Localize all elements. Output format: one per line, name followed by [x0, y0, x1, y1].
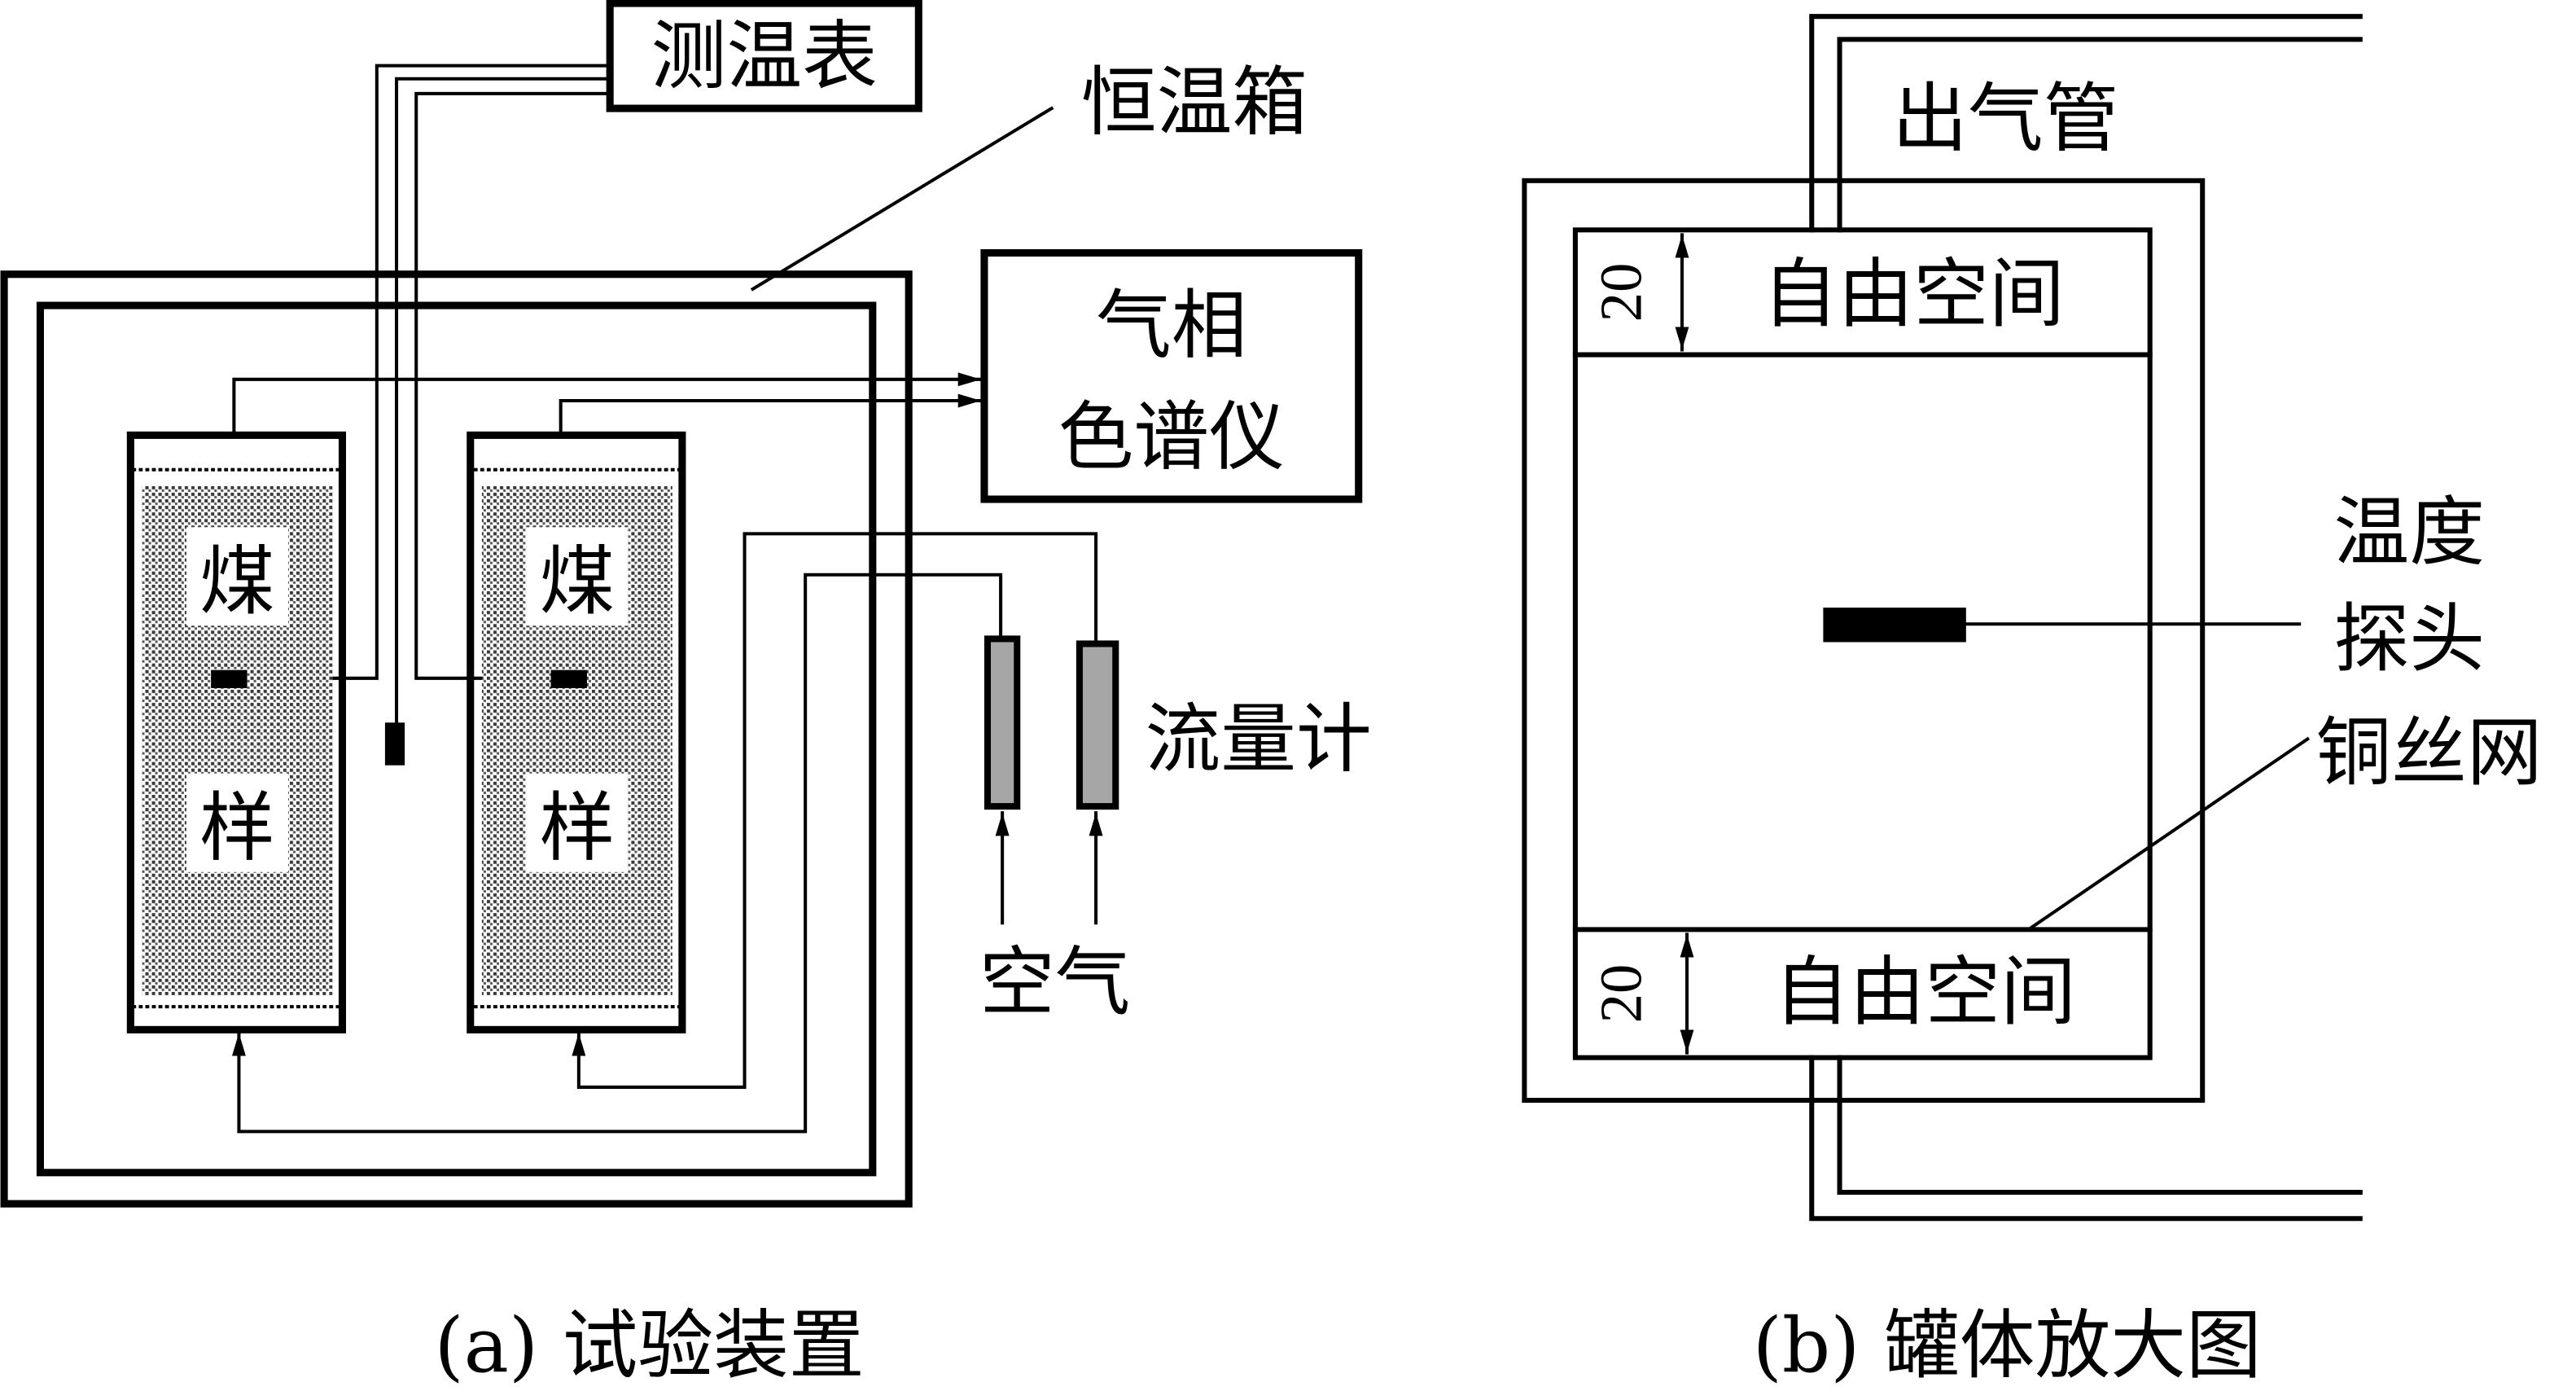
outlet-pipe-top-inner [1837, 37, 2363, 233]
outlet-pipe-top-outer [1809, 14, 2363, 233]
copper-mesh-top [473, 467, 679, 472]
copper-mesh-top [134, 467, 340, 472]
sample-char-1: 煤 [199, 538, 275, 625]
thermocouple-wire-2 [395, 77, 612, 725]
ambient-temperature-probe [384, 722, 405, 766]
copper-mesh-bottom [473, 1005, 679, 1009]
incubator-label: 恒温箱 [1081, 58, 1308, 146]
outlet-line-canister-1 [232, 372, 983, 437]
sample-char-2: 样 [539, 784, 615, 872]
air-label: 空气 [979, 938, 1131, 1026]
incubator-leader-line [750, 106, 1054, 292]
sample-char-1: 煤 [539, 538, 615, 625]
dimension-bottom: 20 [1588, 964, 1654, 1024]
flowmeter-1 [984, 635, 1021, 810]
outlet-line-canister-2 [559, 393, 983, 437]
panel-a: 测温表 恒温箱 气相 色谱仪 煤 样 [0, 0, 1372, 1389]
caption-a: (a) 试验装置 [434, 1301, 864, 1389]
sample-char-2: 样 [199, 784, 275, 872]
probe-label-line2: 探头 [2334, 595, 2486, 683]
flowmeter-label: 流量计 [1146, 696, 1372, 783]
copper-mesh-bottom [134, 1005, 340, 1009]
outlet-pipe-bottom-inner [1837, 1055, 2363, 1196]
mesh-label: 铜丝网 [2315, 709, 2542, 796]
inlet-line-canister-1 [231, 573, 1003, 1134]
canister-outer-shell [1522, 178, 2206, 1104]
gas-chromatograph-box [980, 249, 1363, 503]
panel-b: 出气管 20 自由空间 20 自由空间 温度 探头 铜丝网 (b) 罐体放大图 [1522, 14, 2543, 1389]
outlet-pipe-label: 出气管 [1892, 74, 2118, 162]
temperature-probe-1 [211, 669, 248, 688]
temperature-probe-2 [550, 669, 587, 688]
caption-b: (b) 罐体放大图 [1753, 1301, 2262, 1389]
incubator-inner-wall [36, 301, 877, 1177]
probe-label-line1: 温度 [2334, 489, 2486, 577]
gc-label-line2: 色谱仪 [1058, 393, 1285, 481]
canister-inner-vessel [1572, 227, 2153, 1060]
thermometer-box [606, 0, 922, 112]
outlet-pipe-bottom-outer [1809, 1055, 2363, 1222]
temperature-probe [1823, 608, 1966, 643]
free-space-label-top: 自由空间 [1763, 250, 2065, 338]
mesh-leader-line [2026, 736, 2311, 932]
inlet-line-canister-2 [572, 532, 1098, 1089]
flowmeter-2 [1076, 640, 1119, 810]
dimension-top: 20 [1588, 263, 1654, 323]
gc-label-line1: 气相 [1096, 282, 1247, 370]
thermometer-label: 测温表 [651, 12, 878, 100]
coal-canister-2: 煤 样 [467, 431, 686, 1033]
incubator-outer-wall [0, 270, 913, 1208]
coal-canister-1: 煤 样 [126, 431, 347, 1033]
free-space-label-bottom: 自由空间 [1774, 948, 2076, 1036]
